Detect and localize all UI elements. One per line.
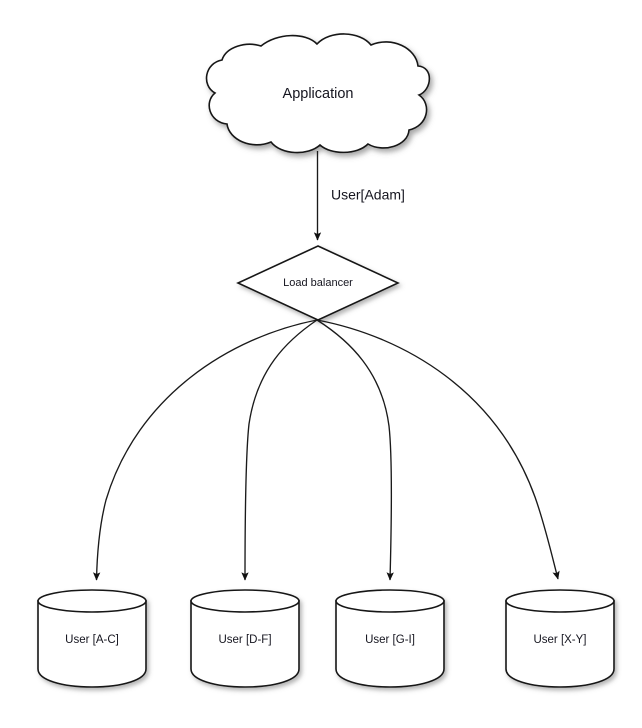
node-load-balancer[interactable]: Load balancer [236,245,400,321]
database-icon [190,589,300,688]
database-icon [335,589,445,688]
edge-lb-to-db-2[interactable] [316,319,394,581]
edge-lb-to-db-1[interactable] [241,319,318,581]
node-database-1[interactable]: User [D-F] [190,589,300,688]
database-icon [37,589,147,688]
database-1-label: User [D-F] [218,634,271,646]
node-database-0[interactable]: User [A-C] [37,589,147,688]
edge-app-to-loadbalancer[interactable]: User[Adam] [313,151,405,241]
application-label: Application [283,86,354,102]
edge-lb-to-db-0[interactable] [92,319,318,581]
database-3-label: User [X-Y] [533,634,586,646]
edge-lb-to-db-3-line [316,319,560,580]
edge-lb-to-db-0-line [92,319,318,581]
database-0-label: User [A-C] [65,634,119,646]
edge-lb-to-db-2-line [316,319,394,581]
load-balancer-label: Load balancer [283,277,353,289]
edge-lb-to-db-1-line [241,319,318,581]
node-application[interactable]: Application [205,33,431,154]
database-icon [505,589,615,688]
node-database-3[interactable]: User [X-Y] [505,589,615,688]
cloud-icon [205,33,431,154]
edge-lb-to-db-3[interactable] [316,319,560,580]
node-database-2[interactable]: User [G-I] [335,589,445,688]
edge-label-user-adam: User[Adam] [331,187,405,203]
database-2-label: User [G-I] [365,634,415,646]
